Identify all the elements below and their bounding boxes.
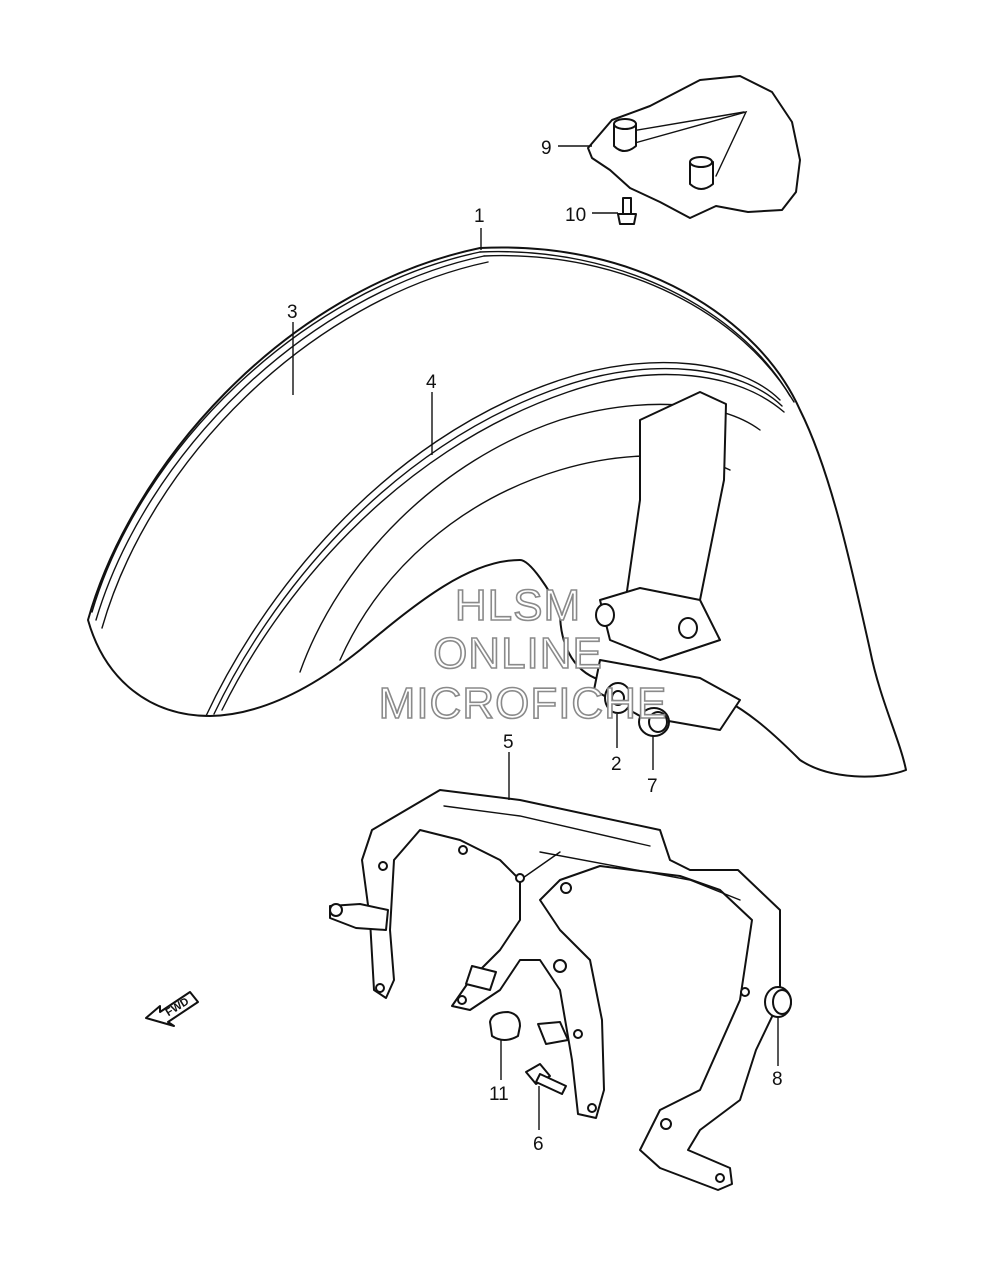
callout-8: 8 xyxy=(772,1069,783,1090)
watermark-line2: ONLINE xyxy=(433,629,603,678)
part-7-grommet xyxy=(638,707,670,737)
part-11-cap xyxy=(489,1011,521,1041)
fwd-arrow-icon: FWD xyxy=(145,991,199,1027)
callout-6: 6 xyxy=(533,1134,544,1155)
callout-7: 7 xyxy=(647,776,658,797)
callout-2: 2 xyxy=(611,754,622,775)
callout-labels: 1 2 3 4 5 6 7 8 9 10 11 xyxy=(287,138,783,1155)
part-10-bolt xyxy=(617,197,637,225)
callout-1: 1 xyxy=(474,206,485,227)
leader-lines xyxy=(292,145,779,1130)
part-9-bracket-plate xyxy=(587,75,801,219)
part-6-bolt xyxy=(525,1063,567,1095)
part-5-fender-brace xyxy=(329,789,781,1191)
watermark-line1: HLSM xyxy=(455,581,581,630)
watermark-line3: MICROFICHE xyxy=(379,679,668,728)
part-8-plug xyxy=(764,986,792,1018)
callout-5: 5 xyxy=(503,732,514,753)
callout-9: 9 xyxy=(541,138,552,159)
watermark: HLSM ONLINE MICROFICHE xyxy=(378,580,668,729)
callout-3: 3 xyxy=(287,302,298,323)
callout-10: 10 xyxy=(565,205,586,226)
callout-4: 4 xyxy=(426,372,437,393)
part-2-washer xyxy=(604,682,632,714)
callout-11: 11 xyxy=(489,1084,509,1105)
